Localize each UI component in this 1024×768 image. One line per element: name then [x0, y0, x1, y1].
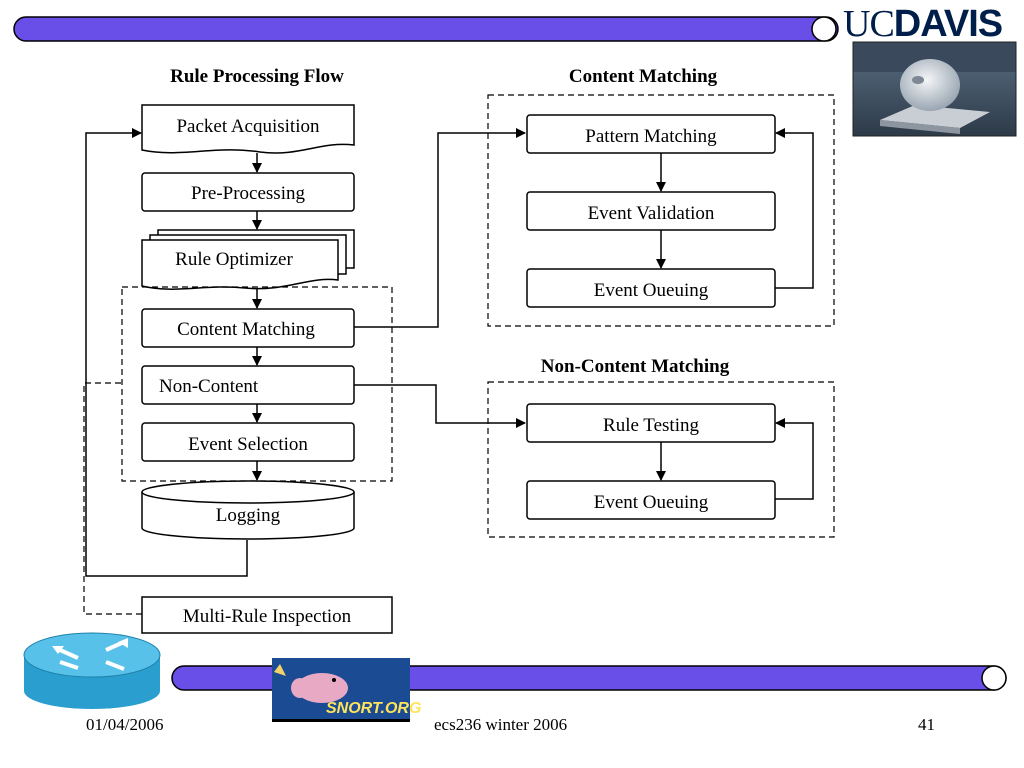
footer-page-number: 41 [918, 715, 935, 734]
router-icon [23, 632, 161, 709]
noncontent-event-queuing-label: Event Oueuing [594, 492, 709, 513]
rule-optimizer-label: Rule Optimizer [175, 249, 293, 270]
flow-title: Rule Processing Flow [170, 66, 344, 87]
multi-rule-label: Multi-Rule Inspection [183, 606, 352, 627]
multi-rule-dashed-path [83, 382, 142, 615]
egghead-photo [852, 41, 1017, 137]
content-event-queuing-node: Event Oueuing [526, 268, 776, 308]
rule-testing-label: Rule Testing [603, 415, 699, 436]
content-matching-node: Content Matching [141, 308, 355, 348]
content-matching-label: Content Matching [177, 319, 315, 340]
content-event-queuing-label: Event Oueuing [594, 280, 709, 301]
noncontent-group-title: Non-Content Matching [541, 356, 730, 377]
footer-date: 01/04/2006 [86, 715, 164, 734]
event-validation-node: Event Validation [526, 191, 776, 231]
footer-course: ecs236 winter 2006 [434, 715, 568, 734]
non-content-node: Non-Content [141, 365, 355, 405]
content-group-title: Content Matching [569, 66, 718, 87]
detection-group [121, 286, 393, 482]
event-selection-label: Event Selection [188, 434, 308, 455]
logo-davis-text: DAVIS [893, 3, 1003, 45]
content-group [487, 94, 835, 327]
logging-loop-arrow [85, 128, 248, 577]
event-validation-label: Event Validation [588, 203, 715, 224]
packet-acquisition-node: Packet Acquisition [141, 104, 355, 154]
logging-label: Logging [216, 505, 281, 526]
event-selection-node: Event Selection [141, 422, 355, 462]
snort-logo: SNORT.ORG [272, 658, 421, 722]
noncontent-connector-arrow [354, 384, 526, 428]
pre-processing-node: Pre-Processing [141, 172, 355, 212]
content-arrows [656, 128, 814, 289]
pre-processing-label: Pre-Processing [191, 183, 305, 204]
multi-rule-node: Multi-Rule Inspection [141, 596, 393, 634]
top-bar [13, 16, 839, 42]
pattern-matching-node: Pattern Matching [526, 114, 776, 154]
packet-acquisition-label: Packet Acquisition [176, 116, 320, 137]
pattern-matching-label: Pattern Matching [585, 126, 717, 147]
ucdavis-logo: UCDAVIS [843, 3, 1003, 45]
snort-logo-text: SNORT.ORG [326, 700, 421, 717]
noncontent-arrows [656, 418, 814, 500]
noncontent-event-queuing-node: Event Oueuing [526, 480, 776, 520]
rule-testing-node: Rule Testing [526, 403, 776, 443]
logo-uc-text: UC [843, 3, 895, 45]
rule-optimizer-node: Rule Optimizer [141, 229, 355, 290]
logging-node: Logging [141, 480, 355, 540]
non-content-label: Non-Content [159, 376, 259, 397]
content-connector-arrow [354, 128, 526, 328]
noncontent-group [487, 381, 835, 538]
